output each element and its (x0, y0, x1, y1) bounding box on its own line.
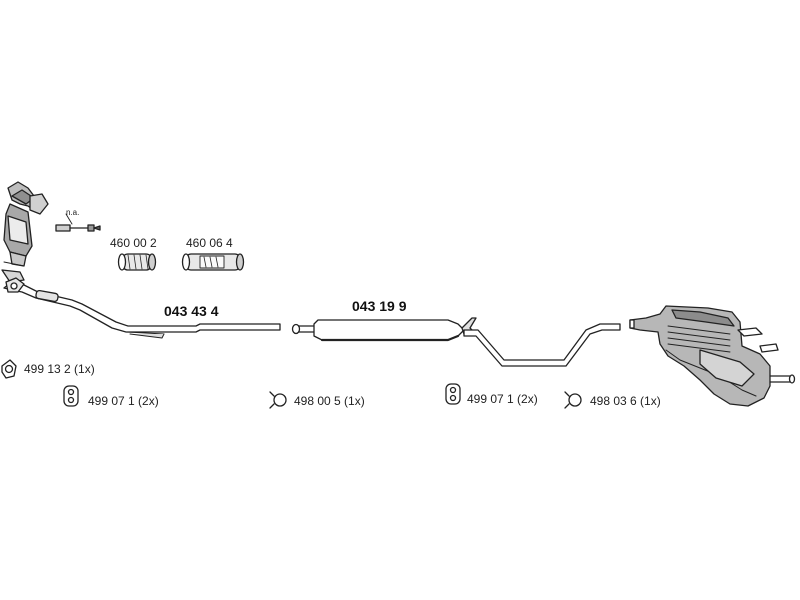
part-number-clamp-long: 460 06 4 (186, 236, 233, 250)
part-number-middle-silencer: 043 19 9 (352, 298, 407, 314)
part-number-clamp-small: 460 00 2 (110, 236, 157, 250)
catalytic-converter (1, 181, 49, 283)
fitting-label-rubber-mount-2: 499 07 1 (2x) (467, 392, 538, 406)
fitting-label-pipe-clamp: 498 00 5 (1x) (294, 394, 365, 408)
lambda-sensor (55, 213, 101, 232)
front-pipe (3, 277, 281, 339)
pipe-clamp-icon (564, 391, 582, 409)
rubber-mount-icon (63, 385, 79, 407)
part-number-front-pipe: 043 43 4 (164, 303, 219, 319)
not-available-note: n.a. (66, 208, 80, 217)
gasket-ring-icon (1, 359, 17, 379)
clamp-460002 (117, 253, 157, 271)
rubber-mount-icon (445, 383, 461, 405)
rear-silencer (629, 305, 796, 407)
fitting-label-gasket: 499 13 2 (1x) (24, 362, 95, 376)
middle-silencer (291, 317, 621, 367)
fitting-label-pipe-clamp-2: 498 03 6 (1x) (590, 394, 661, 408)
fitting-label-rubber-mount: 499 07 1 (2x) (88, 394, 159, 408)
clamp-460064 (181, 253, 245, 271)
pipe-clamp-icon (269, 391, 287, 409)
